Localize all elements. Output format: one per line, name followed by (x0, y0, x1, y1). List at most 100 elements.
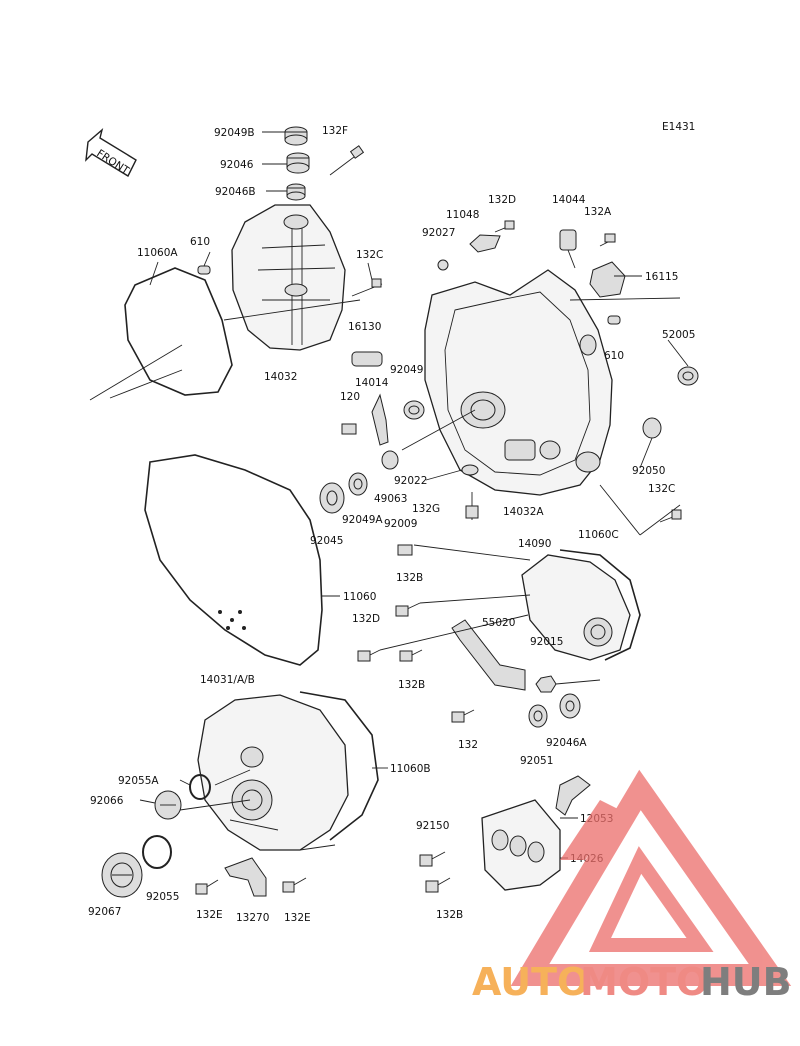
bolt-132G (465, 492, 479, 520)
bolt-132D-lower (357, 649, 381, 662)
label-132D-lower: 132D (352, 613, 380, 625)
label-132B-c: 132B (436, 909, 463, 921)
label-92067: 92067 (88, 906, 121, 918)
watermark-auto: AUTO (472, 960, 589, 1004)
bolt-132E-b (282, 877, 307, 893)
bracket-13270 (224, 857, 267, 897)
label-610-right: 610 (604, 350, 624, 362)
label-14032A: 14032A (503, 506, 544, 518)
cover-14032A (424, 269, 613, 496)
label-16130: 16130 (348, 321, 381, 333)
diagram-code: E1431 (662, 121, 695, 133)
label-92051: 92051 (520, 755, 553, 767)
label-92049B: 92049B (214, 127, 255, 139)
label-132: 132 (458, 739, 478, 751)
washer-92022 (461, 464, 479, 476)
plug-92066 (154, 790, 182, 820)
label-14031: 14031/A/B (200, 674, 255, 686)
bolt-120 (341, 423, 357, 435)
label-14044: 14044 (552, 194, 586, 206)
label-92150: 92150 (416, 820, 449, 832)
label-52005: 52005 (662, 329, 695, 341)
cover-14026 (481, 799, 561, 891)
cover-14032 (231, 204, 346, 351)
cover-14031 (197, 694, 349, 851)
label-49063: 49063 (374, 493, 407, 505)
nut-92015 (535, 675, 557, 693)
label-14090: 14090 (518, 538, 551, 550)
part-49063 (381, 450, 399, 470)
plug-92067 (101, 852, 143, 898)
label-92055: 92055 (146, 891, 179, 903)
label-11060B: 11060B (390, 763, 431, 775)
seal-52005 (677, 366, 699, 386)
label-92050: 92050 (632, 465, 665, 477)
watermark-hub: HUB (700, 960, 792, 1004)
label-16115: 16115 (645, 271, 678, 283)
bearing-92046B (286, 183, 306, 201)
front-arrow-icon: FRONT (85, 128, 137, 177)
label-92046: 92046 (220, 159, 254, 171)
label-132F: 132F (322, 125, 348, 137)
gasket-11060A (124, 267, 233, 396)
bolt-132F (329, 145, 365, 176)
bolt-132B-c (425, 877, 451, 893)
part-14044 (559, 229, 577, 269)
oring-92055A (189, 774, 211, 800)
label-92046B: 92046B (215, 186, 256, 198)
label-132G: 132G (412, 503, 440, 515)
label-11060C: 11060C (578, 529, 619, 541)
part-labels: 92049B 92046 92046B 132F 11060A 610 132C… (88, 125, 695, 924)
bolt-132C-upper (351, 278, 383, 297)
bearing-92045 (319, 482, 345, 514)
bolt-132 (451, 709, 475, 723)
label-132D-upper: 132D (488, 194, 516, 206)
cover-14090 (521, 554, 631, 661)
label-132B-b: 132B (398, 679, 425, 691)
oring-92055 (142, 835, 172, 869)
label-11060A: 11060A (137, 247, 178, 259)
label-14032: 14032 (264, 371, 297, 383)
washer-92027 (437, 259, 449, 271)
bolt-132E-a (195, 879, 219, 895)
label-92022: 92022 (394, 475, 427, 487)
leader-lines (139, 131, 689, 859)
gasket-11060C (559, 549, 641, 661)
bolt-132A (599, 233, 616, 247)
bracket-55020 (451, 619, 526, 691)
label-132A: 132A (584, 206, 612, 218)
label-55020: 55020 (482, 617, 515, 629)
shaft-assembly (351, 351, 425, 420)
label-92049: 92049 (390, 364, 423, 376)
seal-92049A (348, 472, 368, 496)
watermark-logo-icon (510, 769, 792, 986)
seal-92050 (642, 417, 662, 439)
bolt-92009 (397, 544, 413, 556)
label-132C-lower: 132C (648, 483, 675, 495)
watermark-moto: MOTO (580, 960, 708, 1004)
bracket-11048 (469, 234, 501, 253)
label-132B-a: 132B (396, 572, 423, 584)
label-92046A: 92046A (546, 737, 587, 749)
label-92045: 92045 (310, 535, 343, 547)
bracket-12053 (555, 775, 591, 816)
label-92009: 92009 (384, 518, 417, 530)
label-13270: 13270 (236, 912, 269, 924)
bolt-92150 (419, 851, 446, 867)
gasket-11060B (299, 691, 379, 841)
label-92049A: 92049A (342, 514, 383, 526)
label-132E-b: 132E (284, 912, 311, 924)
label-610-left: 610 (190, 236, 210, 248)
bolt-132D-upper (494, 220, 515, 233)
watermark-text: AUTO MOTO HUB (472, 960, 792, 1004)
bushing-92049B (284, 126, 308, 146)
label-92027: 92027 (422, 227, 455, 239)
dowel-610-right (607, 315, 621, 325)
bolt-132C-lower (659, 509, 682, 523)
label-14014: 14014 (355, 377, 389, 389)
cap-16115 (589, 261, 626, 298)
gasket-11060 (144, 454, 323, 666)
bearing-92046A (559, 693, 581, 719)
label-120: 120 (340, 391, 360, 403)
